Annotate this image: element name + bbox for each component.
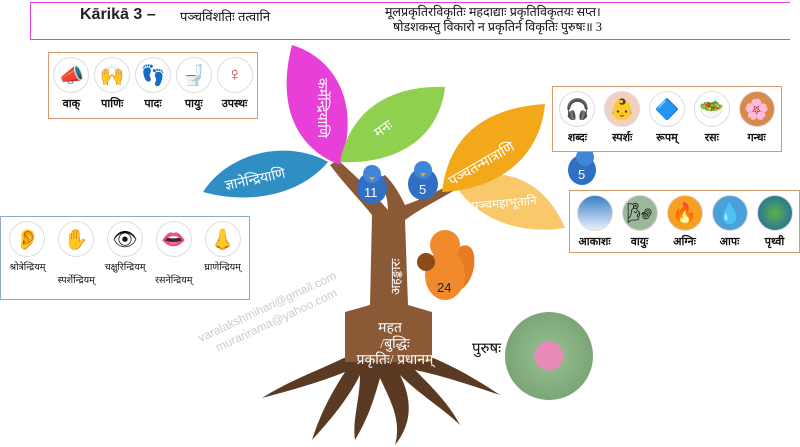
ear-icon: 👂 [9, 221, 46, 257]
karmendriya-item-pani: 🙌 पाणिः [92, 57, 132, 111]
mahabhuta-box: आकाशः 🌬 वायुः 🔥 अग्निः 💧 आपः पृथ्वी [569, 190, 800, 253]
trunk [330, 160, 470, 362]
item-label: पायुः [184, 98, 203, 110]
purusha-label: पुरुषः [472, 341, 502, 357]
tanmatra-item-rasa: 🥗 रसः [692, 91, 732, 145]
jnanendriya-item-skin: ✋ स्पर्शेन्द्रियम् [52, 221, 100, 286]
wind-icon: 🌬 [621, 195, 658, 231]
jnanendriya-item-ear: 👂 श्रोत्रेन्द्रियम् [3, 221, 51, 273]
item-label: स्पर्शेन्द्रियम् [57, 276, 95, 286]
fire-icon: 🔥 [666, 195, 703, 231]
verse: मूलप्रकृतिरविकृतिः महदाद्याः प्रकृतिविकृ… [385, 5, 602, 35]
tanmatra-item-gandha: 🌸 गन्धः [737, 91, 777, 145]
headphones-icon: 🎧 [559, 91, 596, 127]
buddhi-label: /बुद्धिः [380, 337, 410, 352]
item-label: अग्निः [673, 236, 696, 248]
shapes-icon: 🔷 [648, 91, 685, 127]
toilet-icon: 🚽 [175, 57, 212, 93]
karmendriya-item-vak: 📣 वाक् [51, 57, 91, 111]
item-label: रूपम् [656, 132, 678, 144]
item-label: वायुः [630, 236, 649, 248]
jnanendriya-item-tongue: 👄 रसनेन्द्रियम् [150, 221, 198, 286]
bird-11: 11 [357, 165, 387, 204]
leaf-jnanendriyani: ज्ञानेन्द्रियाणि [203, 150, 328, 198]
uterus-icon: ♀ [216, 57, 253, 93]
tanmatra-item-sparsha: 👶 स्पर्शः [602, 91, 642, 145]
smell-icon: 🌸 [738, 91, 775, 127]
title-box [30, 2, 790, 40]
leaf-manas: मनः [340, 86, 445, 163]
item-label: पादः [144, 98, 162, 110]
leaf-label-karmendriyani: कर्मेन्द्रियाणि [315, 78, 331, 139]
bird-number-11: 11 [364, 185, 378, 200]
karmendriya-box: 📣 वाक् 🙌 पाणिः 👣 पादः 🚽 पायुः ♀ उपस्थः [48, 52, 258, 119]
jnanendriya-item-eye: 👁 चक्षुरिन्द्रियम् [101, 221, 149, 273]
tanmatra-box: 🎧 शब्दः 👶 स्पर्शः 🔷 रूपम् 🥗 रसः 🌸 गन्धः [552, 86, 782, 152]
item-label: पृथ्वी [764, 236, 785, 248]
item-label: शब्दः [567, 132, 587, 144]
jnanendriya-box: 👂 श्रोत्रेन्द्रियम् ✋ स्पर्शेन्द्रियम् 👁 चक… [0, 216, 250, 300]
feet-icon: 👣 [134, 57, 171, 93]
karmendriya-item-pada: 👣 पादः [133, 57, 173, 111]
item-label: पाणिः [101, 98, 124, 110]
lotus-image [505, 312, 593, 400]
eye-icon: 👁 [106, 221, 143, 257]
squirrel-number: 24 [437, 280, 451, 295]
bird-number-5: 5 [419, 182, 426, 197]
verse-line-2: षोडशकस्तु विकारो न प्रकृतिर्न विकृतिः पु… [393, 20, 603, 34]
item-label: रसनेन्द्रियम् [155, 276, 193, 286]
karika-title: Kārikā 3 – [80, 6, 156, 23]
sky-icon [576, 195, 613, 231]
mahabhuta-item-apa: 💧 आपः [710, 195, 750, 249]
verse-line-1: मूलप्रकृतिरविकृतिः महदाद्याः प्रकृतिविकृ… [385, 5, 601, 19]
roots [262, 355, 500, 445]
item-label: गन्धः [747, 132, 766, 144]
jnanendriya-item-nose: 👃 घ्राणेन्द्रियम् [199, 221, 247, 273]
item-label: चक्षुरिन्द्रियम् [104, 263, 146, 273]
leaf-tanmatrani: पञ्चतन्मात्राणि [442, 104, 545, 192]
mahabhuta-item-prithvi: पृथ्वी [755, 195, 795, 249]
nose-icon: 👃 [204, 221, 241, 257]
touch-icon: 👶 [604, 91, 641, 127]
karmendriya-item-payu: 🚽 पायुः [174, 57, 214, 111]
mahabhuta-item-vayu: 🌬 वायुः [620, 195, 660, 249]
squirrel: 24 [417, 230, 475, 300]
karika-subtitle: पञ्चविंशतिः तत्वानि [180, 9, 271, 24]
food-icon: 🥗 [693, 91, 730, 127]
leaf-mahabhutani: पञ्चमहाभूतानि [455, 174, 565, 230]
water-icon: 💧 [711, 195, 748, 231]
mahat-label: महत [378, 321, 402, 336]
bird-5b: 5 [568, 148, 596, 185]
item-label: उपस्थः [221, 98, 248, 110]
tanmatra-item-shabda: 🎧 शब्दः [557, 91, 597, 145]
megaphone-icon: 📣 [53, 57, 90, 93]
bird-5a: 5 [408, 161, 438, 200]
tongue-icon: 👄 [155, 221, 192, 257]
prakriti-label: प्रकृतिः/ प्रधानम् [356, 353, 434, 368]
bird-number-5b: 5 [578, 167, 585, 182]
earth-icon [756, 195, 793, 231]
item-label: स्पर्शः [612, 132, 633, 144]
tanmatra-item-rupa: 🔷 रूपम् [647, 91, 687, 145]
item-label: वाक् [62, 98, 81, 110]
item-label: श्रोत्रेन्द्रियम् [9, 263, 46, 273]
item-label: आकाशः [578, 236, 611, 248]
item-label: आपः [719, 236, 740, 248]
mahabhuta-item-akasha: आकाशः [575, 195, 615, 249]
item-label: घ्राणेन्द्रियम् [204, 263, 241, 273]
leaf-karmendriyani: कर्मेन्द्रियाणि [286, 45, 348, 165]
hand-icon: ✋ [58, 221, 95, 257]
mahabhuta-item-agni: 🔥 अग्निः [665, 195, 705, 249]
hands-icon: 🙌 [94, 57, 131, 93]
ahankara-label: अहङ्कारः [388, 258, 403, 295]
karmendriya-item-upastha: ♀ उपस्थः [215, 57, 255, 111]
item-label: रसः [704, 132, 719, 144]
